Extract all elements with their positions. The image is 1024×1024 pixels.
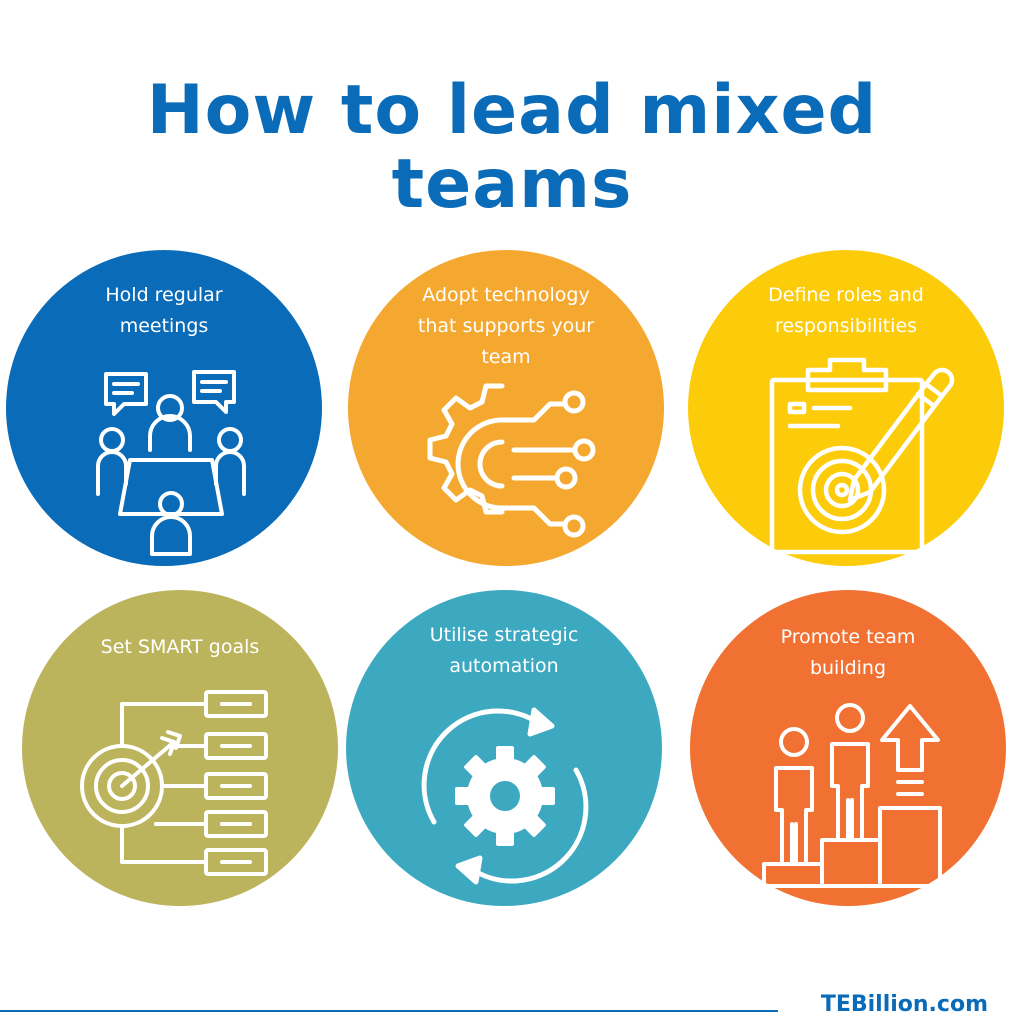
tip-circle-roles: Define roles and responsibilities — [688, 250, 1004, 566]
label-line: that supports your — [417, 315, 595, 337]
tip-label-roles: Define roles and responsibilities — [718, 280, 974, 342]
tip-circle-technology: Adopt technology that supports your team — [348, 250, 664, 566]
footer-brand[interactable]: TEBillion.com — [820, 992, 988, 1017]
label-line: Define roles and — [768, 284, 924, 306]
tip-label-automation: Utilise strategic automation — [376, 620, 632, 682]
label-line: responsibilities — [774, 315, 918, 337]
tip-label-goals: Set SMART goals — [52, 632, 308, 663]
clipboard-target-icon — [769, 357, 955, 555]
gear-cycle-icon — [421, 707, 589, 885]
label-line: Promote team — [780, 626, 916, 648]
gear-circuit-icon — [427, 383, 596, 538]
label-line: meetings — [119, 315, 209, 337]
tip-circle-automation: Utilise strategic automation — [346, 590, 662, 906]
page-title: How to lead mixed teams — [0, 70, 1024, 224]
label-line: Utilise strategic — [429, 624, 579, 646]
tip-circle-team-building: Promote team building — [690, 590, 1006, 906]
label-line: Hold regular — [105, 284, 223, 306]
team-meeting-icon — [96, 370, 246, 556]
tip-label-team-building: Promote team building — [720, 622, 976, 684]
title-line-1: How to lead mixed — [146, 70, 878, 150]
footer-divider — [0, 1010, 778, 1012]
tip-label-technology: Adopt technology that supports your team — [378, 280, 634, 373]
tip-circle-meetings: Hold regular meetings — [6, 250, 322, 566]
label-line: Set SMART goals — [100, 636, 260, 658]
target-flowchart-icon — [80, 690, 268, 876]
label-line: team — [481, 346, 531, 368]
label-line: automation — [449, 655, 559, 677]
title-line-2: teams — [391, 144, 633, 224]
tip-circle-goals: Set SMART goals — [22, 590, 338, 906]
people-steps-icon — [762, 703, 942, 888]
tip-label-meetings: Hold regular meetings — [36, 280, 292, 342]
label-line: Adopt technology — [422, 284, 590, 306]
label-line: building — [809, 657, 887, 679]
